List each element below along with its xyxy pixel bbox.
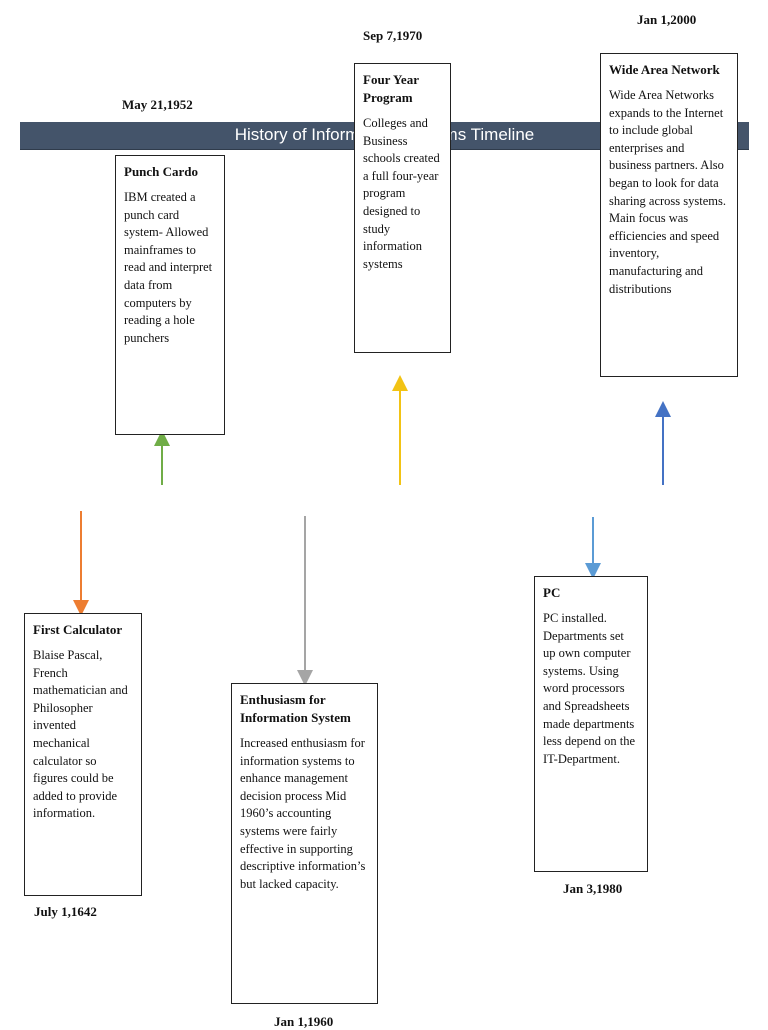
event-description: Increased enthusiasm for information sys…	[240, 736, 366, 891]
event-title: First Calculator	[33, 622, 123, 637]
event-description: Colleges and Business schools created a …	[363, 116, 440, 271]
event-title: Enthusiasm for Information System	[240, 692, 351, 725]
date-four-year-program: Sep 7,1970	[363, 28, 423, 44]
event-title: Wide Area Network	[609, 62, 720, 77]
event-title: PC	[543, 585, 561, 600]
date-pc: Jan 3,1980	[563, 881, 623, 897]
event-card-enthusiasm: Enthusiasm for Information System Increa…	[231, 683, 378, 1004]
date-enthusiasm: Jan 1,1960	[274, 1014, 334, 1030]
event-description: Blaise Pascal, French mathematician and …	[33, 648, 128, 821]
date-first-calculator: July 1,1642	[34, 904, 97, 920]
event-title: Punch Cardo	[124, 164, 199, 179]
event-card-pc: PC PC installed. Departments set up own …	[534, 576, 648, 872]
event-card-punch-cardo: Punch Cardo IBM created a punch card sys…	[115, 155, 225, 435]
event-title: Four Year Program	[363, 72, 419, 105]
event-description: IBM created a punch card system- Allowed…	[124, 190, 213, 345]
event-card-four-year-program: Four Year Program Colleges and Business …	[354, 63, 451, 353]
event-description: Wide Area Networks expands to the Intern…	[609, 88, 726, 296]
event-card-first-calculator: First Calculator Blaise Pascal, French m…	[24, 613, 142, 896]
event-card-wide-area-network: Wide Area Network Wide Area Networks exp…	[600, 53, 738, 377]
event-description: PC installed. Departments set up own com…	[543, 611, 635, 766]
date-wide-area-network: Jan 1,2000	[637, 12, 697, 28]
date-punch-cardo: May 21,1952	[122, 97, 193, 113]
